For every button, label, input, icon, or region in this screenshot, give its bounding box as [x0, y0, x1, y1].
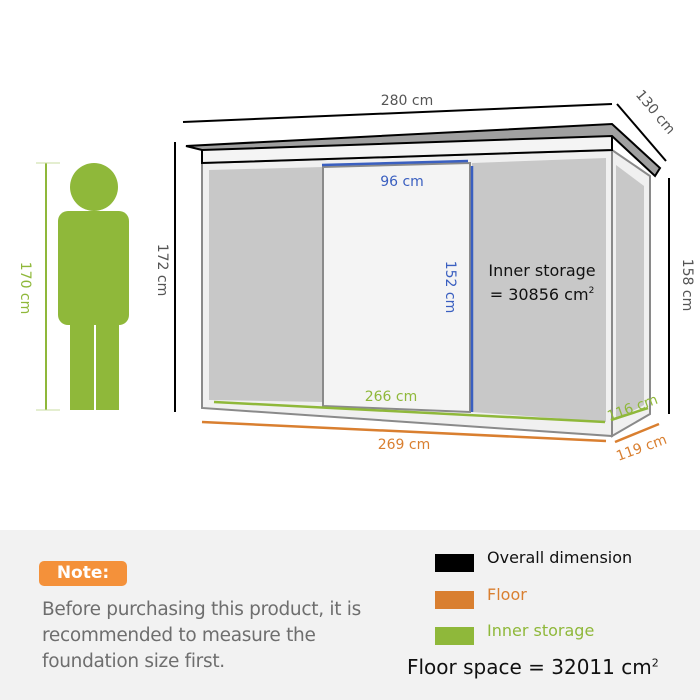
person-silhouette-icon — [58, 163, 129, 410]
back-height-label: 158 cm — [679, 259, 695, 312]
shed-diagram: 170 cm 172 cm 280 cm 130 cm 158 cm 96 cm… — [17, 87, 695, 465]
legend-label-floor: Floor — [487, 585, 527, 604]
door-width-line — [321, 159, 469, 167]
legend-label-inner: Inner storage — [487, 621, 595, 640]
inner-depth-line — [610, 406, 649, 422]
overall-width-label: 280 cm — [381, 93, 434, 109]
note-badge: Note: — [39, 561, 127, 586]
legend-swatch-floor — [435, 591, 474, 609]
door-width-label: 96 cm — [380, 174, 424, 190]
inner-width-label: 266 cm — [365, 389, 418, 405]
floor-depth-label: 119 cm — [614, 432, 669, 465]
legend-swatch-inner — [435, 627, 474, 645]
floor-space-value: Floor space = 32011 cm2 — [407, 655, 659, 679]
note-text: Before purchasing this product, it is re… — [42, 599, 361, 672]
overall-width-line — [182, 103, 613, 123]
overall-depth-line — [616, 103, 667, 162]
front-height-label: 172 cm — [154, 244, 170, 297]
inner-width-line — [213, 400, 606, 424]
legend-swatch-overall — [435, 554, 474, 572]
floor-width-line — [201, 420, 607, 443]
inner-storage-title: Inner storage — [488, 261, 595, 280]
person-height-line — [36, 162, 60, 411]
footer-panel — [0, 530, 700, 700]
door-height-label: 152 cm — [442, 261, 458, 314]
floor-width-label: 269 cm — [378, 437, 431, 453]
legend-label-overall: Overall dimension — [487, 548, 633, 567]
floor-depth-line — [614, 422, 660, 444]
shed-body — [185, 122, 662, 438]
inner-storage-value: = 30856 cm2 — [490, 285, 595, 304]
person-height-label: 170 cm — [17, 262, 33, 315]
